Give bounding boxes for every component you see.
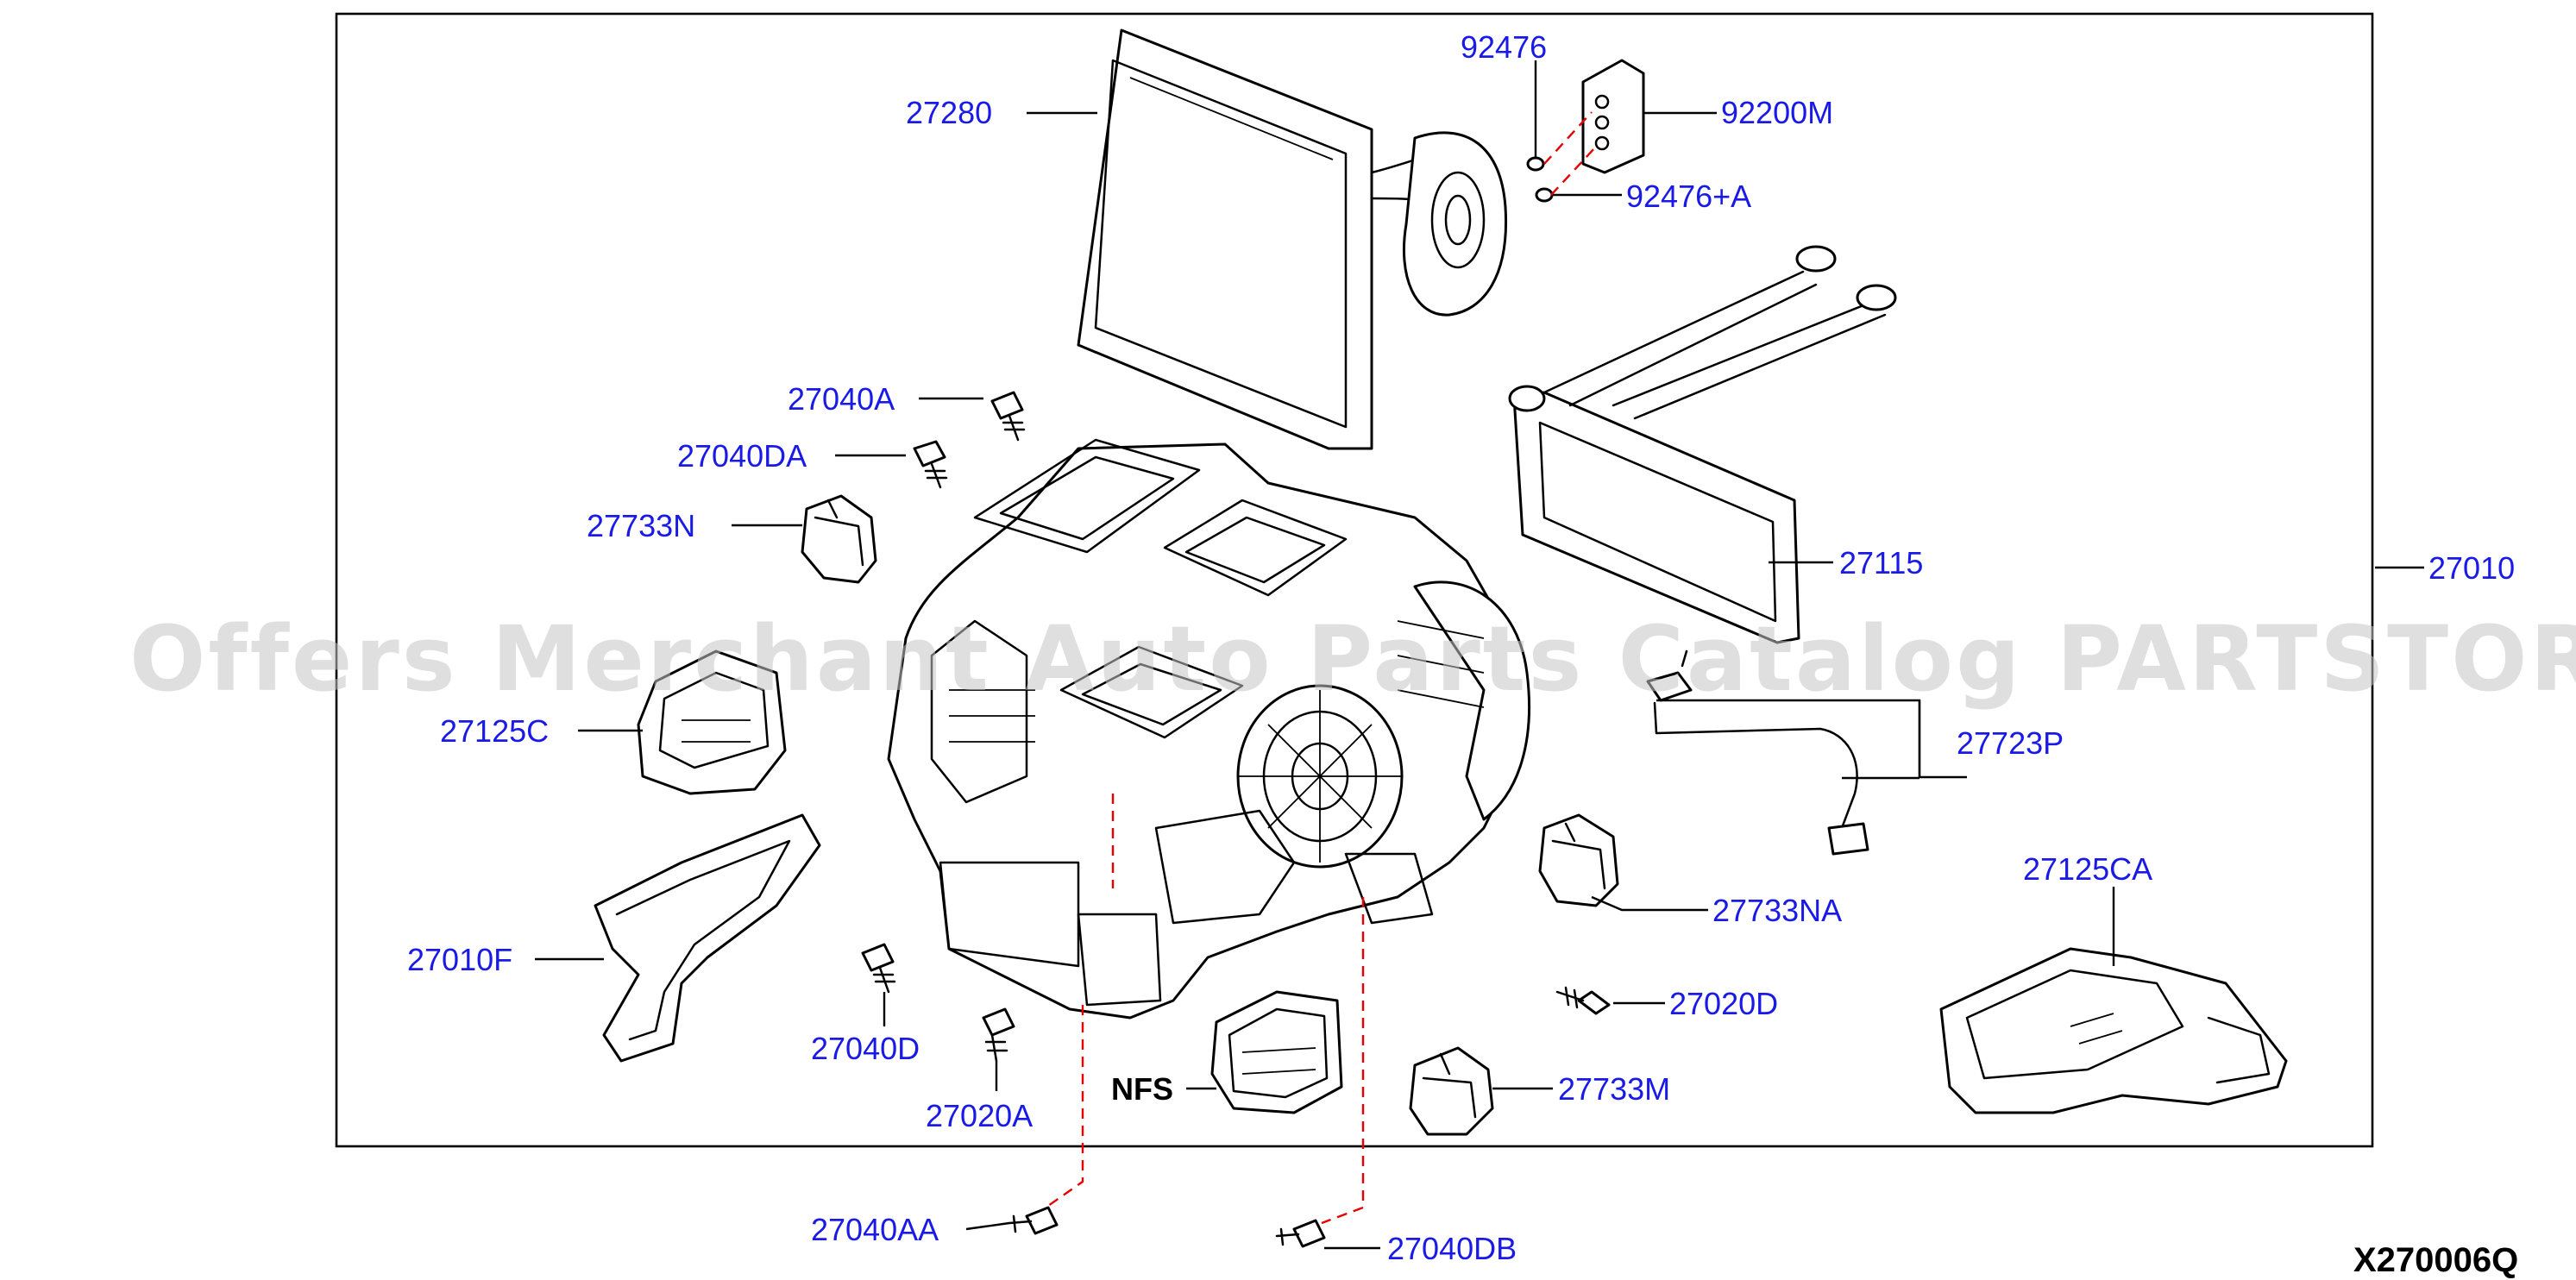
label-27040da: 27040DA [677, 438, 807, 474]
label-27020a: 27020A [926, 1098, 1033, 1133]
screw-27020d-part[interactable] [1555, 986, 1611, 1015]
bracket-nfs-part[interactable] [1210, 990, 1343, 1114]
label-nfs: NFS [1111, 1071, 1173, 1107]
label-27010: 27010 [2428, 550, 2515, 586]
label-27040a: 27040A [788, 381, 895, 417]
heater-core-part[interactable] [1508, 245, 1897, 644]
seal-27010f-part[interactable] [594, 813, 821, 1063]
actuator-27733m-part[interactable] [1409, 1046, 1494, 1136]
label-27010f: 27010F [407, 942, 512, 977]
sensor-harness-27723p-part[interactable] [1646, 649, 1869, 856]
assembly-frame [335, 12, 2374, 1148]
watermark: Offers Merchant Auto Parts Catalog PARTS… [129, 606, 2576, 712]
diagram-code: X270006Q [2353, 1241, 2518, 1279]
label-27040db: 27040DB [1387, 1231, 1517, 1266]
label-27020d: 27020D [1669, 986, 1778, 1021]
o-ring-92476a-part[interactable] [1535, 187, 1554, 203]
label-27125c: 27125C [440, 713, 549, 749]
screw-27040d-part[interactable] [861, 943, 896, 994]
guide-92476a [1550, 146, 1597, 196]
label-27280: 27280 [906, 95, 992, 130]
label-92476a: 92476+A [1626, 179, 1751, 214]
label-27733n: 27733N [587, 508, 695, 543]
label-27723p: 27723P [1957, 725, 2064, 761]
leader-27733na [1591, 895, 1708, 912]
label-27040d: 27040D [811, 1031, 920, 1066]
label-27040aa: 27040AA [811, 1212, 939, 1247]
guide-27040db [1321, 897, 1365, 1225]
guide-27040aa [1047, 1005, 1084, 1207]
screw-27040db-part[interactable] [1275, 1219, 1326, 1248]
actuator-27733n-part[interactable] [801, 494, 877, 584]
guide-92476 [1543, 111, 1593, 165]
screw-27020a-part[interactable] [982, 1007, 1015, 1063]
label-27115: 27115 [1839, 545, 1923, 580]
leader-27040aa [965, 1221, 1010, 1231]
label-27733na: 27733NA [1712, 893, 1842, 928]
screw-27040aa-part[interactable] [1008, 1206, 1059, 1235]
label-92476: 92476 [1461, 29, 1547, 65]
label-27733m: 27733M [1558, 1071, 1670, 1107]
screw-27040a-part[interactable] [990, 391, 1026, 442]
expansion-valve-part[interactable] [1581, 59, 1645, 174]
actuator-27733na-part[interactable] [1538, 813, 1619, 907]
label-92200m: 92200M [1721, 95, 1833, 130]
duct-27125c-part[interactable] [637, 649, 787, 795]
duct-27125ca-part[interactable] [1939, 947, 2288, 1114]
heater-unit-housing[interactable] [887, 438, 1530, 1020]
o-ring-92476-part[interactable] [1526, 60, 1545, 172]
evaporator-core-part[interactable] [1077, 28, 1508, 450]
screw-27040da-part[interactable] [913, 440, 948, 489]
label-27125ca: 27125CA [2023, 851, 2152, 887]
